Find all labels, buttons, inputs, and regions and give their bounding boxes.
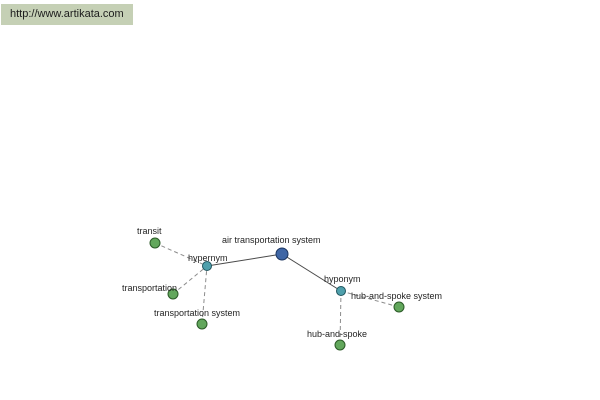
- edge-hyponym-hub_and_spoke_system: [340, 290, 400, 308]
- node-label-transportation_system: transportation system: [154, 308, 240, 318]
- url-label: http://www.artikata.com: [1, 4, 133, 25]
- node-label-hub_and_spoke_system: hub-and-spoke system: [351, 291, 442, 301]
- node-hub_and_spoke[interactable]: [334, 339, 346, 351]
- node-label-hyponym: hyponym: [324, 274, 361, 284]
- edge-air_transportation_system-hyponym: [281, 253, 342, 292]
- edge-hypernym-air_transportation_system: [206, 253, 283, 267]
- node-transportation_system[interactable]: [196, 318, 208, 330]
- node-hypernym[interactable]: [202, 261, 212, 271]
- node-label-transit: transit: [137, 226, 162, 236]
- edge-transit-hypernym: [154, 242, 208, 267]
- node-hyponym[interactable]: [336, 286, 346, 296]
- node-hub_and_spoke_system[interactable]: [393, 301, 405, 313]
- node-label-hub_and_spoke: hub-and-spoke: [307, 329, 367, 339]
- node-label-hypernym: hypernym: [188, 253, 228, 263]
- edge-transportation_system-hypernym: [201, 265, 208, 325]
- edge-transportation-hypernym: [172, 265, 208, 295]
- node-air_transportation_system[interactable]: [275, 247, 289, 261]
- edge-hyponym-hub_and_spoke: [339, 290, 342, 346]
- node-transportation[interactable]: [167, 288, 179, 300]
- node-label-transportation: transportation: [122, 283, 177, 293]
- node-transit[interactable]: [149, 237, 161, 249]
- node-label-air_transportation_system: air transportation system: [222, 235, 321, 245]
